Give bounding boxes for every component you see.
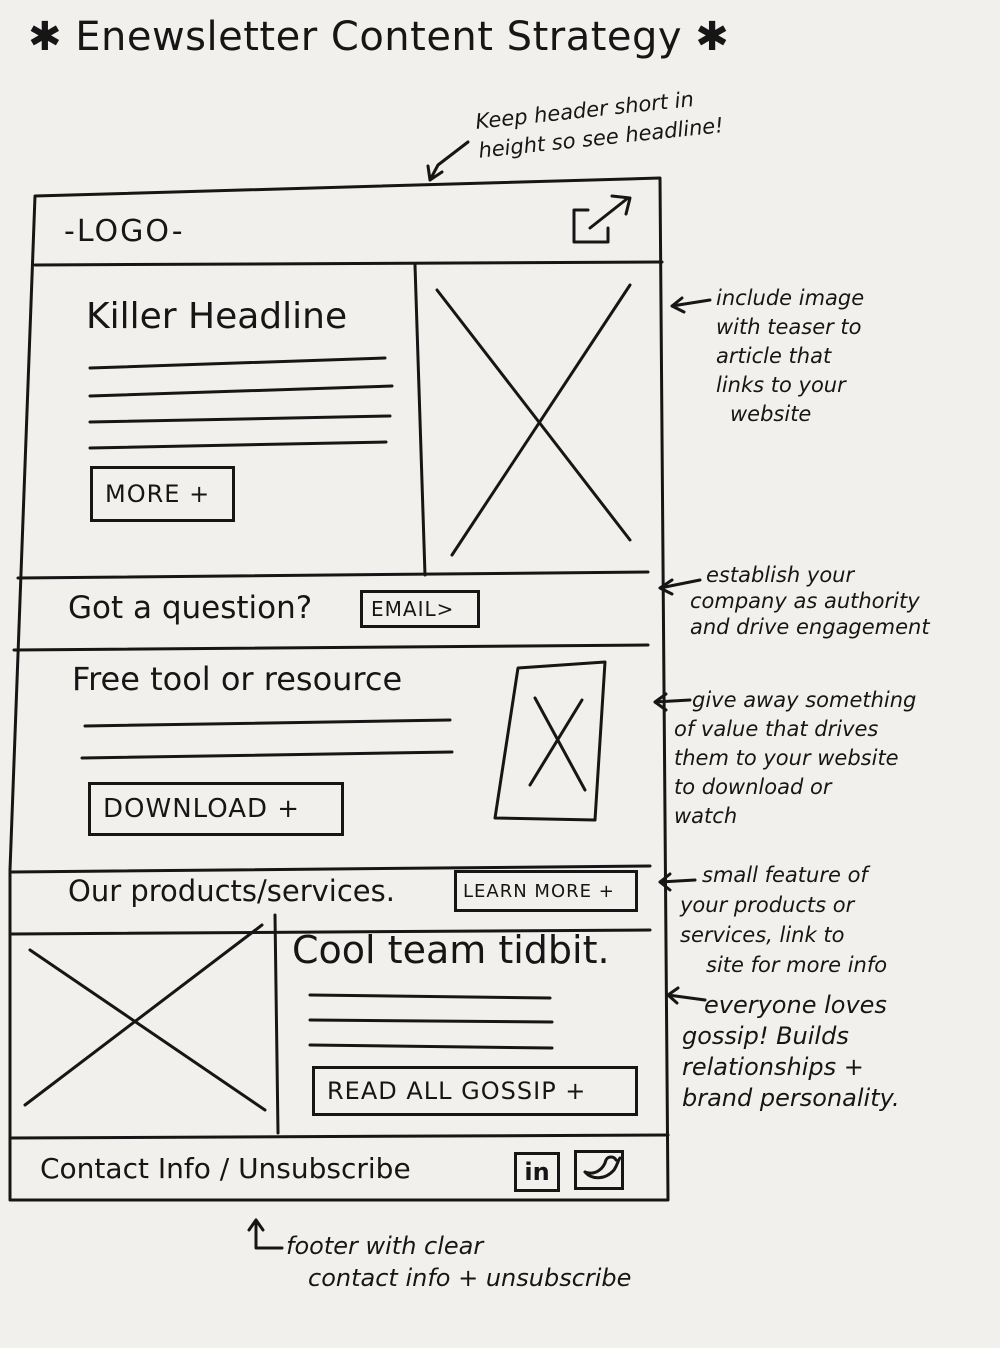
annotation-products-line: small feature of [702, 863, 868, 887]
share-icon [572, 194, 632, 244]
products-text: Our products/services. [68, 874, 395, 908]
annotation-hero-line: website [730, 402, 812, 426]
star-left-icon: ✱ [28, 14, 63, 60]
arrow-team [666, 986, 707, 1005]
annotation-footer-line: contact info + unsubscribe [308, 1264, 632, 1292]
resource-bottom-divider [10, 864, 652, 874]
hero-image-placeholder-icon [435, 283, 632, 557]
arrow-header [426, 140, 470, 182]
hero-divider [413, 263, 427, 577]
read-all-gossip-button[interactable]: READ ALL GOSSIP + [312, 1066, 638, 1116]
hero-text-lines [88, 356, 394, 450]
annotation-team: everyone loves gossip! Builds relationsh… [682, 990, 900, 1114]
arrow-hero [670, 296, 712, 314]
annotation-products-line: your products or [680, 893, 855, 917]
team-divider [273, 913, 280, 1135]
products-bottom-divider [10, 928, 652, 936]
team-title: Cool team tidbit. [292, 928, 610, 972]
annotation-question: establish your company as authority and … [690, 562, 930, 640]
twitter-bird-icon [583, 1155, 622, 1180]
annotation-resource: give away something of value that drives… [674, 686, 916, 831]
footer-text[interactable]: Contact Info / Unsubscribe [40, 1152, 411, 1185]
star-right-icon: ✱ [695, 14, 730, 60]
resource-title: Free tool or resource [72, 660, 403, 698]
annotation-team-line: brand personality. [682, 1084, 900, 1112]
wireframe-outer-border [8, 176, 670, 1202]
download-button[interactable]: DOWNLOAD + [88, 782, 344, 836]
linkedin-icon[interactable]: in [514, 1152, 560, 1192]
arrow-question [658, 578, 702, 596]
annotation-hero-line: include image [716, 286, 865, 310]
annotation-team-line: gossip! Builds [682, 1022, 849, 1050]
annotation-team-line: everyone loves [704, 991, 887, 1019]
annotation-hero: include image with teaser to article tha… [716, 284, 864, 429]
arrow-footer [247, 1218, 284, 1250]
annotation-footer: footer with clear contact info + unsubsc… [286, 1230, 631, 1294]
annotation-hero-line: article that [716, 344, 832, 368]
annotation-hero-line: with teaser to [716, 315, 862, 339]
team-image-placeholder-icon [23, 923, 267, 1112]
resource-image-placeholder-icon [493, 660, 607, 822]
annotation-hero-line: links to your [716, 373, 846, 397]
annotation-resource-line: of value that drives [674, 717, 879, 741]
footer-top-divider [8, 1133, 670, 1140]
arrow-resource [653, 692, 692, 712]
question-bottom-divider [12, 643, 650, 652]
annotation-resource-line: to download or [674, 775, 832, 799]
annotation-products: small feature of your products or servic… [680, 860, 887, 980]
annotation-resource-line: give away something [692, 688, 917, 712]
annotation-products-line: site for more info [706, 953, 888, 977]
annotation-footer-line: footer with clear [286, 1232, 484, 1260]
annotation-question-line: establish your [706, 563, 855, 587]
annotation-resource-line: watch [674, 804, 738, 828]
arrow-products [658, 872, 697, 892]
annotation-team-line: relationships + [682, 1053, 864, 1081]
page-title: ✱ Enewsletter Content Strategy ✱ [28, 14, 729, 60]
learn-more-button[interactable]: LEARN MORE + [454, 870, 638, 912]
team-text-lines [308, 993, 554, 1050]
email-button[interactable]: EMAIL> [360, 590, 480, 628]
question-text: Got a question? [68, 590, 313, 626]
twitter-button[interactable] [574, 1150, 624, 1190]
hero-bottom-divider [16, 570, 650, 580]
annotation-resource-line: them to your website [674, 746, 899, 770]
header-divider [33, 260, 664, 267]
resource-text-lines [80, 718, 454, 760]
more-button[interactable]: MORE + [90, 466, 235, 522]
annotation-products-line: services, link to [680, 923, 845, 947]
annotation-question-line: company as authority [690, 589, 920, 613]
title-text: Enewsletter Content Strategy [75, 14, 683, 60]
hero-headline: Killer Headline [86, 296, 348, 337]
logo-placeholder: -LOGO- [64, 214, 185, 249]
annotation-question-line: and drive engagement [690, 615, 930, 639]
